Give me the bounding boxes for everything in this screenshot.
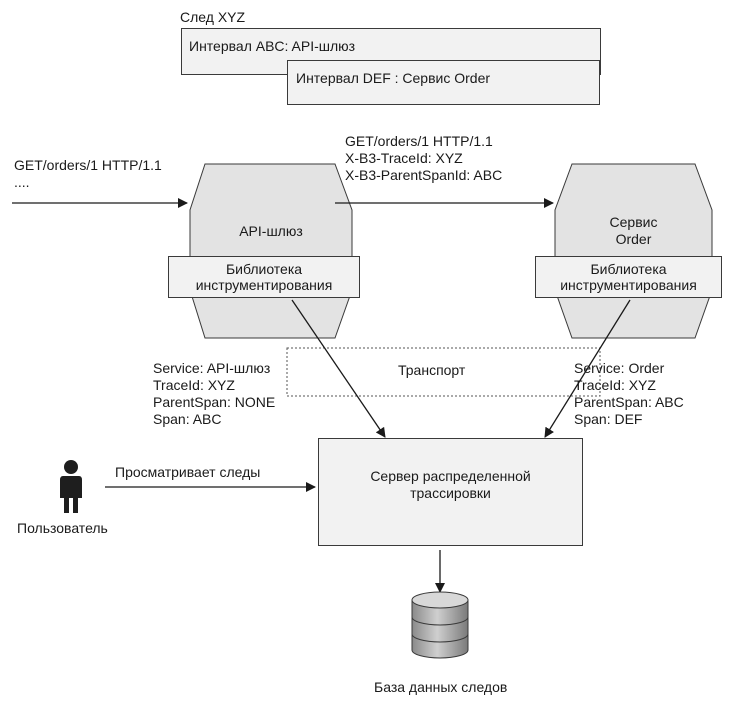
order-service-label-line1: Сервис bbox=[609, 214, 658, 230]
right-span-service: Service: Order bbox=[574, 360, 665, 376]
api-gateway-node bbox=[189, 163, 353, 339]
order-report-arrow bbox=[544, 299, 631, 438]
gateway-report-arrow bbox=[291, 299, 386, 438]
forward-request-line3: X-B3-ParentSpanId: ABC bbox=[345, 167, 503, 183]
incoming-request-line1: GET/orders/1 HTTP/1.1 bbox=[14, 157, 162, 173]
left-span-id: Span: ABC bbox=[153, 411, 222, 427]
right-span-parent: ParentSpan: ABC bbox=[574, 394, 684, 410]
transport-box bbox=[286, 347, 601, 397]
span-abc-label: Интервал ABC: API-шлюз bbox=[189, 38, 356, 54]
order-service-library-box: Библиотека инструментирования bbox=[535, 256, 722, 298]
left-span-trace: TraceId: XYZ bbox=[153, 377, 235, 393]
user-icon bbox=[60, 460, 82, 513]
tracing-server-line1: Сервер распределенной bbox=[370, 468, 531, 484]
api-gateway-library-line1: Библиотека bbox=[225, 261, 303, 277]
order-service-library-line1: Библиотека bbox=[590, 261, 667, 277]
database-icon bbox=[411, 591, 469, 659]
right-span-trace: TraceId: XYZ bbox=[574, 377, 656, 393]
tracing-server-line2: трассировки bbox=[410, 485, 491, 501]
right-span-id: Span: DEF bbox=[574, 411, 643, 427]
tracing-server-box: Сервер распределенной трассировки bbox=[318, 438, 583, 546]
api-gateway-library-box: Библиотека инструментирования bbox=[168, 256, 360, 298]
database-label: База данных следов bbox=[374, 679, 508, 695]
incoming-request-line2: .... bbox=[14, 174, 30, 190]
transport-label: Транспорт bbox=[398, 362, 466, 378]
span-def-bar: Интервал DEF : Сервис Order bbox=[287, 60, 600, 105]
user-action-label: Просматривает следы bbox=[115, 464, 261, 480]
forward-request-line2: X-B3-TraceId: XYZ bbox=[345, 150, 463, 166]
order-service-library-line2: инструментирования bbox=[560, 277, 697, 293]
span-def-label: Интервал DEF : Сервис Order bbox=[296, 70, 491, 86]
left-span-service: Service: API-шлюз bbox=[153, 360, 271, 376]
order-service-label-line2: Order bbox=[615, 231, 652, 247]
forward-request-line1: GET/orders/1 HTTP/1.1 bbox=[345, 133, 493, 149]
left-span-parent: ParentSpan: NONE bbox=[153, 394, 276, 410]
trace-title: След XYZ bbox=[180, 9, 246, 25]
api-gateway-label: API-шлюз bbox=[239, 223, 303, 239]
api-gateway-library-line2: инструментирования bbox=[195, 277, 333, 293]
order-service-node bbox=[554, 163, 713, 339]
user-label: Пользователь bbox=[17, 520, 108, 536]
